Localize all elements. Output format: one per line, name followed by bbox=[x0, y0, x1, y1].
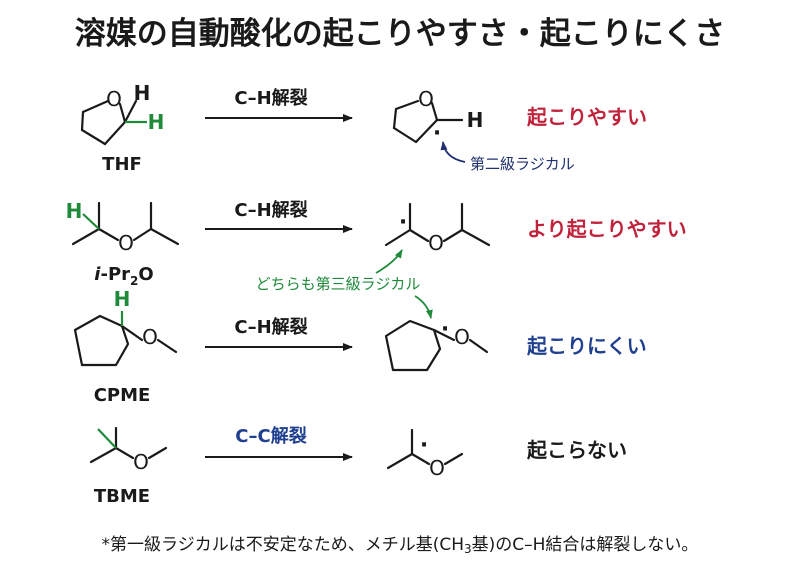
tbme-solvent-name: TBME bbox=[94, 486, 150, 507]
row-tbme: O TBME C–C解裂 O · 起こらない bbox=[89, 425, 627, 507]
ipr2o-radical-dot: · bbox=[399, 210, 407, 235]
thf-result-label: 起こりやすい bbox=[526, 105, 647, 129]
cpme-solvent-name: CPME bbox=[94, 385, 151, 406]
thf-radical-structure bbox=[392, 99, 464, 144]
cpme-reactant-structure bbox=[73, 314, 178, 367]
thf-radical-dot: · bbox=[433, 121, 441, 146]
tbme-oxygen-label: O bbox=[133, 450, 149, 474]
row-thf: O H H THF C–H解裂 O H · 第二級ラジカル 起こりやすい bbox=[80, 81, 647, 175]
cpme-radical-structure bbox=[384, 319, 489, 372]
thf-reactant-structure bbox=[80, 99, 138, 146]
page-title: 溶媒の自動酸化の起こりやすさ・起こりにくさ bbox=[74, 16, 726, 52]
thf-oxygen-label: O bbox=[106, 87, 122, 111]
tbme-radical-dot: · bbox=[420, 433, 428, 458]
ipr2o-green-hydrogen-label: H bbox=[66, 199, 83, 223]
tbme-reactant-structure bbox=[89, 426, 168, 464]
tertiary-radical-note: どちらも第三級ラジカル bbox=[256, 275, 421, 293]
tbme-radical-structure bbox=[386, 428, 464, 470]
ipr2o-result-label: より起こりやすい bbox=[527, 217, 687, 241]
row-cpme: H O CPME C–H解裂 O · 起こりにくい bbox=[73, 287, 647, 406]
footnote-text-2: 基)のC–H結合は解裂しない。 bbox=[471, 535, 699, 555]
thf-solvent-name: THF bbox=[102, 154, 142, 175]
secondary-radical-note: 第二級ラジカル bbox=[470, 155, 575, 173]
ipr2o-reactant-structure bbox=[71, 201, 180, 246]
ipr2o-cleavage-label: C–H解裂 bbox=[234, 199, 307, 221]
thf-hydrogen-label: H bbox=[134, 81, 151, 105]
cpme-radical-oxygen-label: O bbox=[454, 325, 470, 349]
tbme-green-cc-bond bbox=[97, 428, 117, 449]
ipr2o-radical-oxygen-label: O bbox=[428, 231, 444, 255]
row-diisopropyl-ether: H O i-Pr2O C–H解裂 O · より起こりやすい bbox=[66, 199, 687, 288]
cpme-oxygen-label: O bbox=[142, 325, 158, 349]
tertiary-radical-pointer-down bbox=[414, 295, 433, 319]
ipr2o-oxygen-label: O bbox=[118, 231, 134, 255]
footnote-text-1: *第一級ラジカルは不安定なため、メチル基(CH bbox=[101, 535, 464, 555]
thf-radical-oxygen-label: O bbox=[418, 87, 434, 111]
thf-radical-hydrogen-label: H bbox=[467, 108, 484, 132]
cpme-green-hydrogen-label: H bbox=[114, 287, 131, 311]
cpme-radical-dot: · bbox=[441, 317, 449, 342]
thf-cleavage-label: C–H解裂 bbox=[234, 87, 307, 109]
tbme-cleavage-label: C–C解裂 bbox=[235, 425, 306, 447]
cpme-result-label: 起こりにくい bbox=[526, 334, 647, 358]
ipr2o-green-ch-bond bbox=[82, 213, 100, 230]
footnote-subscript: 3 bbox=[464, 542, 472, 556]
footnote: *第一級ラジカルは不安定なため、メチル基(CH3基)のC–H結合は解裂しない。 bbox=[0, 530, 800, 556]
ipr2o-radical-structure bbox=[384, 202, 491, 247]
thf-green-hydrogen-label: H bbox=[148, 110, 165, 134]
cpme-cleavage-label: C–H解裂 bbox=[234, 316, 307, 338]
tbme-radical-oxygen-label: O bbox=[429, 456, 445, 480]
tertiary-radical-pointer-up bbox=[375, 249, 403, 274]
ipr2o-solvent-name: i-Pr2O bbox=[94, 264, 153, 288]
secondary-radical-pointer-arrow bbox=[440, 141, 466, 163]
tbme-result-label: 起こらない bbox=[526, 438, 627, 462]
